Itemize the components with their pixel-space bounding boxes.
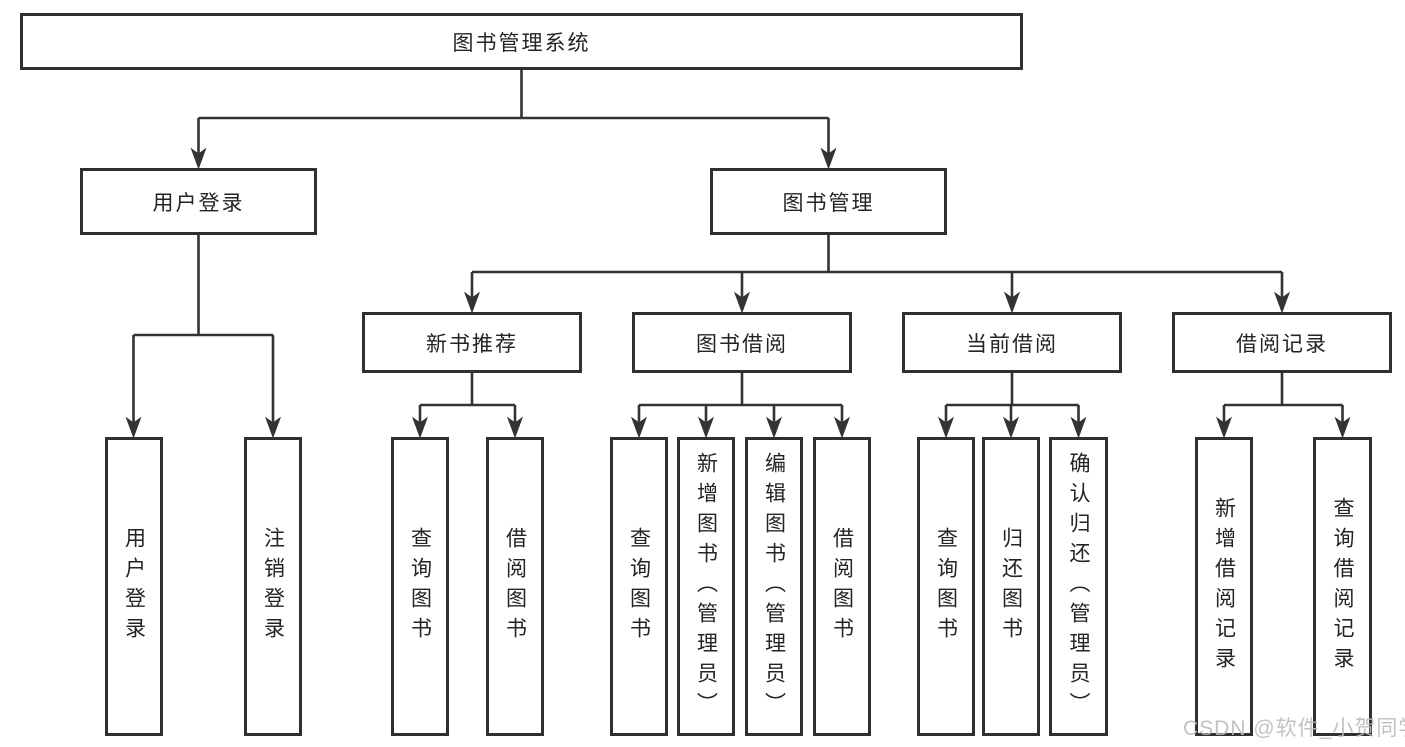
leaf-return-book-label: 归还图书 bbox=[999, 526, 1023, 647]
arrowhead bbox=[630, 416, 648, 439]
connector-new-book-children bbox=[411, 373, 524, 439]
leaf-query-borrow-record-label: 查询借阅记录 bbox=[1331, 496, 1354, 677]
arrowhead bbox=[264, 416, 282, 439]
connector-current-borrow-children bbox=[937, 373, 1087, 439]
connector-book-mgmt-to-level3 bbox=[463, 235, 1291, 314]
leaf-borrow-book: 借阅图书 bbox=[813, 437, 871, 736]
leaf-query-book-current: 查询图书 bbox=[917, 437, 975, 736]
node-current-borrow: 当前借阅 bbox=[902, 312, 1122, 373]
leaf-add-borrow-record: 新增借阅记录 bbox=[1195, 437, 1253, 736]
leaf-query-book-current-label: 查询图书 bbox=[934, 526, 958, 647]
node-user-login-label: 用户登录 bbox=[152, 191, 245, 215]
leaf-add-book-admin-label: 新增图书（管理员） bbox=[694, 451, 718, 722]
arrowhead bbox=[733, 291, 751, 314]
connector-book-borrow-children bbox=[630, 373, 851, 439]
arrowhead bbox=[190, 147, 207, 170]
node-book-borrow-label: 图书借阅 bbox=[696, 332, 788, 356]
leaf-edit-book-admin-label: 编辑图书（管理员） bbox=[762, 451, 786, 722]
leaf-add-book-admin: 新增图书（管理员） bbox=[677, 437, 735, 736]
leaf-query-book-borrow: 查询图书 bbox=[610, 437, 668, 736]
node-new-book-recommend-label: 新书推荐 bbox=[426, 332, 518, 356]
node-book-borrow: 图书借阅 bbox=[632, 312, 852, 373]
node-root-system: 图书管理系统 bbox=[20, 13, 1023, 70]
node-borrow-records-label: 借阅记录 bbox=[1236, 332, 1328, 356]
node-current-borrow-label: 当前借阅 bbox=[966, 332, 1058, 356]
leaf-logout: 注销登录 bbox=[244, 437, 302, 736]
node-root-system-label: 图书管理系统 bbox=[452, 31, 591, 55]
node-book-management: 图书管理 bbox=[710, 168, 947, 235]
leaf-add-borrow-record-label: 新增借阅记录 bbox=[1212, 496, 1236, 677]
arrowhead bbox=[1273, 291, 1291, 314]
arrowhead bbox=[463, 291, 481, 314]
leaf-borrow-book-label: 借阅图书 bbox=[830, 526, 854, 647]
arrowhead bbox=[697, 416, 715, 439]
node-user-login: 用户登录 bbox=[80, 168, 317, 235]
arrowhead bbox=[1334, 416, 1351, 439]
arrowhead bbox=[1003, 291, 1021, 314]
arrowhead bbox=[1070, 416, 1087, 439]
arrowhead bbox=[937, 416, 955, 439]
leaf-user-login-label: 用户登录 bbox=[122, 526, 146, 647]
leaf-return-book: 归还图书 bbox=[982, 437, 1040, 736]
leaf-borrow-book-recommend: 借阅图书 bbox=[486, 437, 544, 736]
leaf-query-borrow-record: 查询借阅记录 bbox=[1313, 437, 1372, 736]
leaf-confirm-return-admin-label: 确认归还（管理员） bbox=[1067, 451, 1090, 722]
arrowhead bbox=[765, 416, 783, 439]
arrowhead bbox=[506, 416, 524, 439]
arrowhead bbox=[411, 416, 429, 439]
arrowhead bbox=[1215, 416, 1233, 439]
leaf-query-book-recommend-label: 查询图书 bbox=[408, 526, 432, 647]
leaf-borrow-book-recommend-label: 借阅图书 bbox=[503, 526, 527, 647]
csdn-watermark: CSDN @软件_小贺同学 bbox=[1183, 717, 1405, 740]
connector-borrow-records-children bbox=[1215, 373, 1351, 439]
arrowhead bbox=[1002, 416, 1020, 439]
leaf-query-book-borrow-label: 查询图书 bbox=[627, 526, 651, 647]
node-borrow-records: 借阅记录 bbox=[1172, 312, 1392, 373]
leaf-edit-book-admin: 编辑图书（管理员） bbox=[745, 437, 803, 736]
connector-root-to-level2 bbox=[190, 70, 837, 170]
leaf-query-book-recommend: 查询图书 bbox=[391, 437, 449, 736]
leaf-confirm-return-admin: 确认归还（管理员） bbox=[1049, 437, 1108, 736]
arrowhead bbox=[833, 416, 851, 439]
connector-user-login-children bbox=[125, 235, 282, 439]
leaf-logout-label: 注销登录 bbox=[261, 526, 285, 647]
arrowhead bbox=[820, 147, 837, 170]
node-book-management-label: 图书管理 bbox=[782, 191, 875, 215]
arrowhead bbox=[125, 416, 142, 439]
leaf-user-login: 用户登录 bbox=[105, 437, 163, 736]
node-new-book-recommend: 新书推荐 bbox=[362, 312, 582, 373]
